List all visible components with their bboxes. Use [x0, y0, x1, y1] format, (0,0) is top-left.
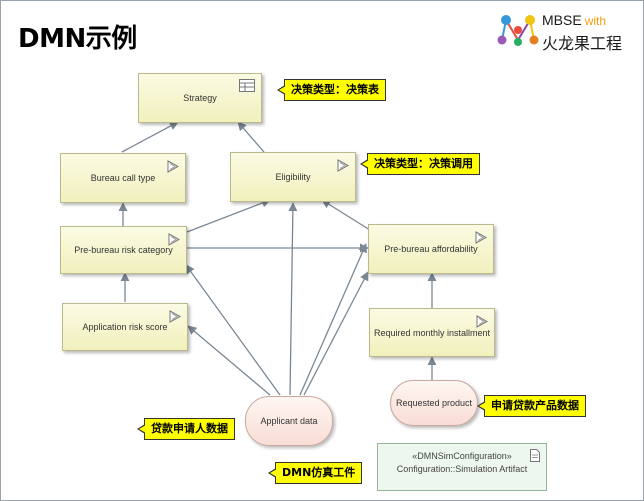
decision-invocation-icon	[168, 233, 180, 246]
decision-table-icon	[239, 79, 255, 92]
edge-applicant-to-risk	[185, 264, 281, 396]
decision-invocation-icon	[475, 231, 487, 244]
document-icon	[530, 449, 540, 462]
molecule-logo-icon	[497, 15, 539, 46]
node-pre-bureau-affordability-label: Pre-bureau affordability	[384, 244, 478, 254]
node-bureau-call-type[interactable]: Bureau call type	[60, 153, 186, 203]
edge-applicant-to-affordability-top	[299, 243, 367, 396]
node-strategy-label: Strategy	[183, 93, 217, 103]
callout-decision-table: 决策类型：决策表	[277, 79, 386, 101]
node-application-risk-score-label: Application risk score	[82, 322, 168, 332]
slide-title: DMN示例	[18, 24, 137, 54]
node-required-monthly-installment[interactable]: Required monthly installment	[369, 308, 495, 357]
node-eligibility[interactable]: Eligibility	[230, 152, 356, 202]
decision-invocation-icon	[169, 310, 181, 323]
node-pre-bureau-risk-category-label: Pre-bureau risk category	[74, 245, 173, 255]
decision-invocation-icon	[167, 160, 179, 173]
node-required-monthly-installment-label: Required monthly installment	[373, 327, 491, 338]
callout-decision-invocation: 决策类型：决策调用	[360, 153, 480, 175]
logo-company-text: 火龙果工程	[542, 34, 623, 53]
callout-applicant-data: 贷款申请人数据	[137, 418, 235, 440]
node-requested-product[interactable]: Requested product	[390, 380, 478, 426]
edge-eligibility-to-strategy	[237, 121, 265, 153]
artifact-name: Configuration::Simulation Artifact	[396, 464, 528, 474]
node-requested-product-label: Requested product	[395, 398, 473, 408]
node-pre-bureau-affordability[interactable]: Pre-bureau affordability	[368, 224, 494, 274]
node-bureau-call-type-label: Bureau call type	[90, 173, 156, 183]
callout-simulation-artifact: DMN仿真工件	[267, 462, 363, 484]
edge-affordability-to-eligibility	[321, 199, 371, 231]
node-strategy[interactable]: Strategy	[138, 73, 262, 123]
logo-brand-text: MBSE	[542, 12, 582, 28]
edge-bureau-to-strategy	[121, 121, 179, 153]
node-applicant-data[interactable]: Applicant data	[245, 396, 333, 446]
node-pre-bureau-risk-category[interactable]: Pre-bureau risk category	[60, 226, 187, 274]
decision-invocation-icon	[476, 315, 488, 328]
edge-applicant-to-affordability	[303, 271, 369, 396]
decision-invocation-icon	[337, 159, 349, 172]
logo-with-text: with	[584, 14, 607, 28]
node-eligibility-label: Eligibility	[275, 172, 311, 182]
edge-applicant-to-eligibility	[288, 202, 298, 396]
node-applicant-data-label: Applicant data	[260, 416, 318, 426]
edge-risk-to-eligibility	[186, 198, 271, 233]
artifact-stereotype: «DMNSimConfiguration»	[412, 451, 512, 461]
edge-applicant-to-appscore	[187, 325, 271, 396]
node-application-risk-score[interactable]: Application risk score	[62, 303, 188, 351]
simulation-artifact[interactable]: «DMNSimConfiguration» Configuration::Sim…	[377, 443, 547, 491]
callout-product-data: 申请贷款产品数据	[477, 395, 586, 417]
